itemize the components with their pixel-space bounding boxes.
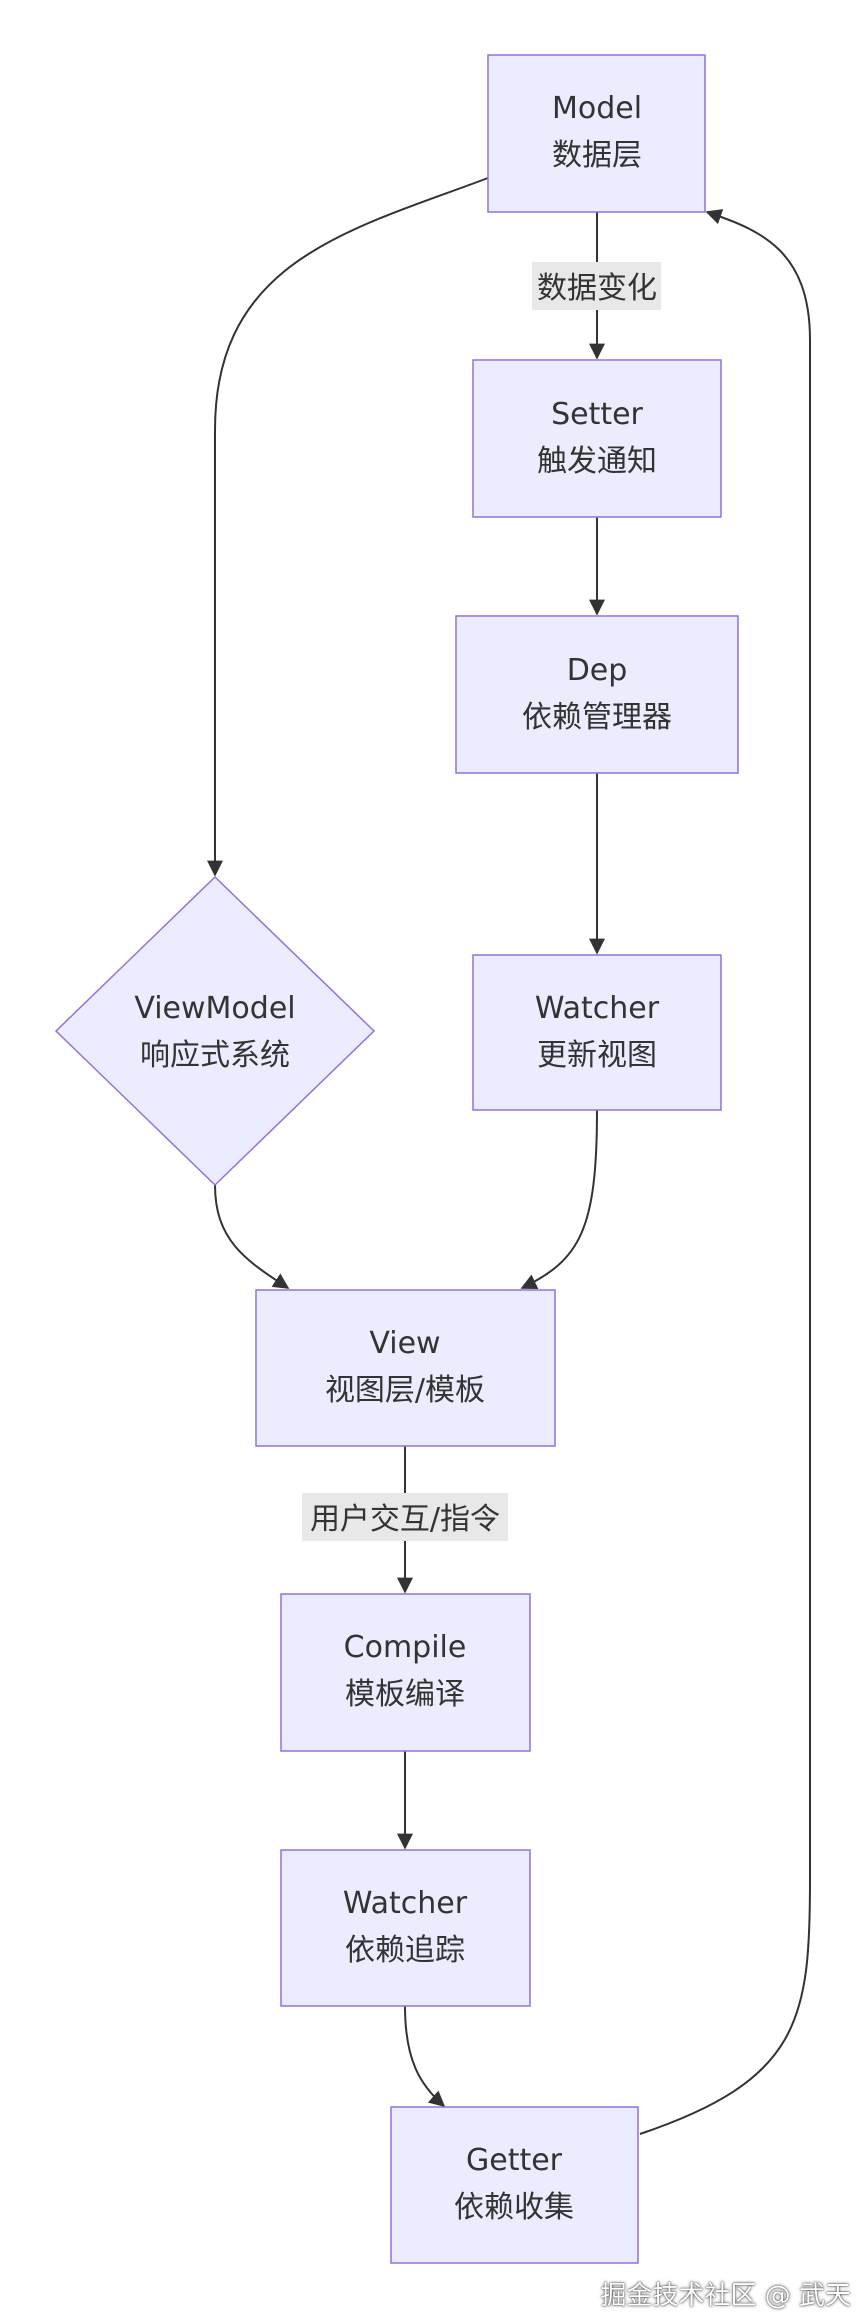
node-setter-title: Setter [551,397,643,432]
node-watcher-update: Watcher 更新视图 [472,954,722,1111]
edge-label-user-interaction: 用户交互/指令 [302,1493,508,1541]
edge-viewmodel-to-view [214,1184,290,1289]
node-getter: Getter 依赖收集 [390,2106,639,2264]
node-viewmodel-subtitle: 响应式系统 [140,1038,290,1073]
node-setter-subtitle: 触发通知 [537,444,657,479]
edge-model-to-viewmodel [207,177,489,877]
node-getter-title: Getter [466,2143,563,2178]
edge-label-data-change: 数据变化 [532,262,661,310]
edge-getter-to-model [639,209,811,2135]
edge-label-data-change-text: 数据变化 [537,271,657,306]
node-dep-title: Dep [567,653,628,688]
node-compile-subtitle: 模板编译 [345,1677,465,1712]
node-view-subtitle: 视图层/模板 [325,1373,485,1408]
node-viewmodel-title: ViewModel [134,991,295,1026]
node-compile: Compile 模板编译 [280,1593,531,1752]
node-dep: Dep 依赖管理器 [455,615,739,774]
node-watcher-update-subtitle: 更新视图 [537,1038,657,1073]
node-watcher-update-title: Watcher [535,991,660,1026]
watermark: 掘金技术社区 @ 武天 [600,2281,851,2311]
node-view-title: View [369,1326,440,1361]
node-watcher-track: Watcher 依赖追踪 [280,1849,531,2007]
node-getter-subtitle: 依赖收集 [454,2190,574,2225]
node-compile-title: Compile [344,1630,467,1665]
node-view: View 视图层/模板 [255,1289,556,1447]
node-model-title: Model [552,91,642,126]
node-model-subtitle: 数据层 [552,138,642,173]
node-watcher-track-title: Watcher [343,1886,468,1921]
node-setter: Setter 触发通知 [472,359,722,518]
node-viewmodel: ViewModel 响应式系统 [54,875,376,1187]
node-dep-subtitle: 依赖管理器 [522,700,672,735]
node-model: Model 数据层 [487,54,706,213]
edge-watcher-update-to-view [520,1109,598,1289]
node-watcher-track-subtitle: 依赖追踪 [345,1933,465,1968]
edge-label-user-interaction-text: 用户交互/指令 [310,1502,500,1537]
edge-watcher-track-to-getter [404,2005,446,2108]
